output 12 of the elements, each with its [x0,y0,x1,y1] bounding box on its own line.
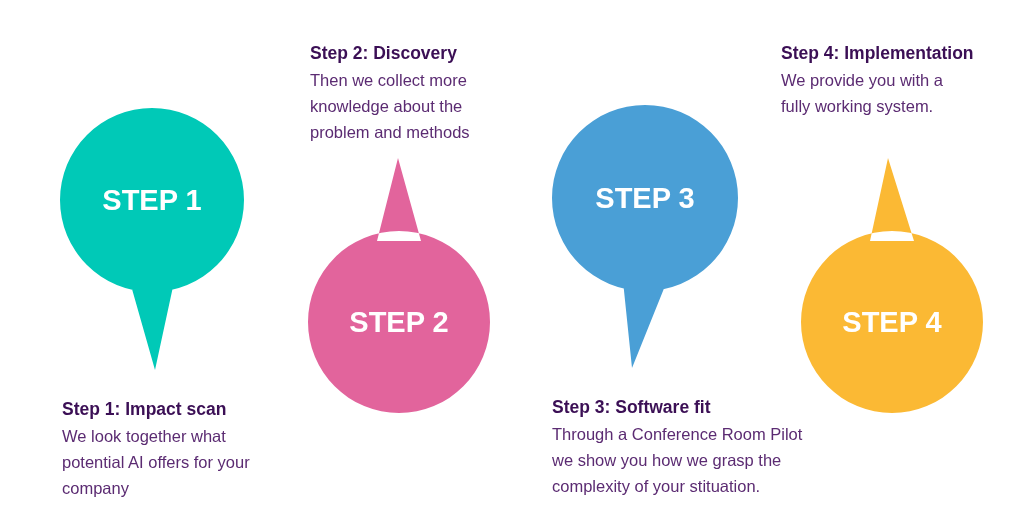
step-label: STEP 1 [102,183,202,217]
step-heading: Step 3: Software fit [552,397,711,418]
step-description: We look together what potential AI offers for your company [62,426,251,499]
step-description: We provide you with a fully working system. [781,70,945,117]
step-description: Then we collect more knowledge about the problem and methods [310,70,471,143]
step-label: STEP 2 [349,305,449,339]
step-heading: Step 1: Impact scan [62,399,227,420]
step-heading: Step 4: Implementation [781,43,974,64]
step-label: STEP 4 [842,305,942,339]
step-label: STEP 3 [595,181,695,215]
step-heading: Step 2: Discovery [310,43,457,64]
step-description: Through a Conference Room Pilot we show you how we grasp the complexity of your stituation. [552,424,804,497]
